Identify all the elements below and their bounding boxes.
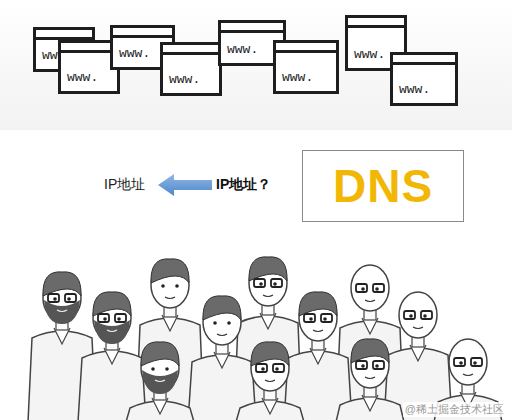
window-title-bar xyxy=(221,23,283,33)
person-eye xyxy=(459,361,463,365)
person-glasses xyxy=(321,314,332,322)
window-title-bar xyxy=(163,45,219,55)
person-mouth xyxy=(265,380,275,382)
person-glasses xyxy=(304,314,315,322)
person-glasses xyxy=(65,294,76,302)
people-crowd xyxy=(28,257,502,420)
person-hair xyxy=(249,257,287,281)
person-mouth xyxy=(217,334,227,336)
person-eye xyxy=(53,297,57,301)
person-hair xyxy=(251,342,289,366)
person-head xyxy=(399,292,437,338)
url-text: www. xyxy=(399,82,430,97)
window-title-bar xyxy=(393,55,455,65)
ip-question-text: IP地址？ xyxy=(216,176,271,194)
person-eye xyxy=(323,317,327,321)
person-eye xyxy=(361,287,365,291)
url-text: www. xyxy=(354,47,385,62)
person-mouth xyxy=(155,380,165,382)
person-glasses xyxy=(115,314,126,322)
person-hair xyxy=(299,292,337,316)
person-eye xyxy=(423,314,427,318)
person-eye xyxy=(473,361,477,365)
person-eye xyxy=(309,317,313,321)
person-eye xyxy=(361,364,365,368)
person-glasses xyxy=(48,294,59,302)
person-head xyxy=(449,339,487,385)
person-glasses xyxy=(404,311,415,319)
person-mouth xyxy=(413,327,423,329)
window-title-bar xyxy=(276,43,336,53)
person-glasses xyxy=(356,361,367,369)
window-title-bar xyxy=(113,28,172,38)
window-title-bar xyxy=(348,18,404,28)
person-glasses xyxy=(271,279,282,287)
watermark: @稀土掘金技术社区 xyxy=(403,402,506,417)
top-ground xyxy=(0,0,512,130)
person-beard xyxy=(94,320,130,344)
person-eye xyxy=(259,282,263,286)
person-mouth xyxy=(107,330,117,332)
person-mouth xyxy=(263,295,273,297)
person-eye xyxy=(161,284,165,288)
person-eye xyxy=(67,297,71,301)
person-mouth xyxy=(463,374,473,376)
person-hair xyxy=(203,296,241,320)
person-eye xyxy=(151,367,155,371)
person-hair xyxy=(141,342,179,366)
person-mouth xyxy=(313,330,323,332)
url-text: www. xyxy=(119,46,150,61)
person-beard xyxy=(44,300,80,324)
person-eye xyxy=(165,367,169,371)
person-eye xyxy=(375,287,379,291)
person-glasses xyxy=(98,314,109,322)
url-text: www. xyxy=(282,70,313,85)
person-eye xyxy=(103,317,107,321)
browser-window: www. xyxy=(273,40,339,94)
browser-window: www. xyxy=(160,42,222,96)
person-eye xyxy=(213,321,217,325)
person-mouth xyxy=(165,297,175,299)
window-title-bar xyxy=(36,30,92,40)
arrow-left xyxy=(158,174,212,196)
person-glasses xyxy=(471,358,482,366)
person-glasses xyxy=(373,361,384,369)
person-beard xyxy=(142,370,178,394)
dns-title: DNS xyxy=(333,159,433,213)
url-text: www. xyxy=(67,70,98,85)
person-head xyxy=(351,265,389,311)
dns-box: DNS xyxy=(302,150,464,222)
person-glasses xyxy=(256,364,267,372)
window-title-bar xyxy=(61,43,117,53)
person-eye xyxy=(227,321,231,325)
person-hair xyxy=(93,292,131,316)
person-hair xyxy=(351,339,389,363)
person-mouth xyxy=(57,310,67,312)
person-glasses xyxy=(273,364,284,372)
person-glasses xyxy=(356,284,367,292)
url-text: www. xyxy=(227,42,258,57)
person-glasses xyxy=(421,311,432,319)
person-eye xyxy=(275,367,279,371)
url-text: www. xyxy=(169,72,200,87)
browser-window: www. xyxy=(390,52,458,106)
person-mouth xyxy=(365,377,375,379)
person-glasses xyxy=(373,284,384,292)
person-eye xyxy=(409,314,413,318)
person-eye xyxy=(375,364,379,368)
person-hair xyxy=(151,259,189,283)
person-eye xyxy=(175,284,179,288)
person-glasses xyxy=(254,279,265,287)
person-glasses xyxy=(454,358,465,366)
person-eye xyxy=(273,282,277,286)
ip-address-text: IP地址 xyxy=(104,176,145,194)
person-mouth xyxy=(365,300,375,302)
person-eye xyxy=(117,317,121,321)
person-eye xyxy=(261,367,265,371)
person-hair xyxy=(43,272,81,296)
